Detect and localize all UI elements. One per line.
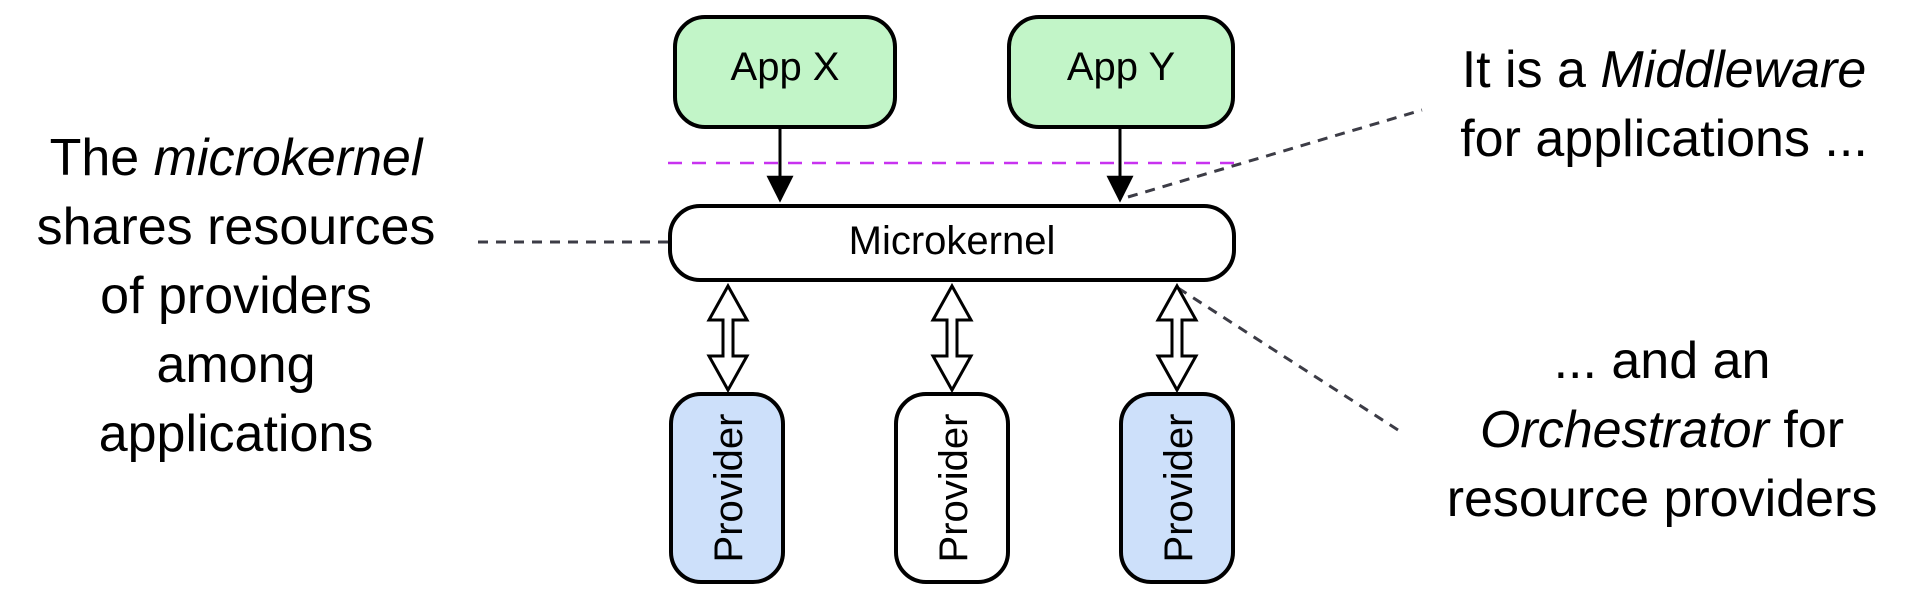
right-top-annotation-line-2: for applications ...: [1460, 110, 1868, 168]
double-arrow-provider-1: [706, 282, 750, 394]
double-arrow-shape: [1155, 282, 1199, 394]
provider-label-1: Provider: [707, 414, 751, 563]
provider-label-2: Provider: [932, 414, 976, 563]
left-annotation: The microkernel shares resources of prov…: [37, 129, 436, 463]
callout-line-top-right: [1127, 108, 1423, 199]
left-annotation-line-4: among: [157, 336, 316, 394]
provider-box-1: [669, 392, 785, 584]
left-annotation-line-5: applications: [99, 405, 374, 463]
app-y-label: App Y: [1067, 45, 1175, 89]
app-x-label: App X: [731, 45, 840, 89]
double-arrow-shape: [706, 282, 750, 394]
microkernel-box: [668, 204, 1236, 282]
provider-node-1: Provider: [669, 392, 785, 584]
app-y-node: App Y: [1007, 15, 1235, 129]
provider-box-3: [1119, 392, 1235, 584]
double-arrow-shape: [930, 282, 974, 394]
right-top-annotation-line-1: It is a Middleware: [1462, 41, 1867, 99]
microkernel-label: Microkernel: [849, 219, 1056, 263]
double-arrow-provider-2: [930, 282, 974, 394]
right-bottom-annotation-line-2: Orchestrator for: [1480, 401, 1844, 459]
double-arrow-provider-3: [1155, 282, 1199, 394]
left-annotation-line-2: shares resources: [37, 198, 436, 256]
app-x-box: [673, 15, 897, 129]
right-bottom-annotation-line-3: resource providers: [1447, 470, 1878, 528]
app-y-box: [1007, 15, 1235, 129]
provider-label-3: Provider: [1157, 414, 1201, 563]
provider-node-3: Provider: [1119, 392, 1235, 584]
left-annotation-line-3: of providers: [100, 267, 372, 325]
right-bottom-annotation-line-1: ... and an: [1554, 332, 1771, 390]
callout-line-bottom-right: [1177, 286, 1399, 432]
right-top-annotation: It is a Middleware for applications ...: [1460, 41, 1868, 168]
microkernel-node: Microkernel: [668, 204, 1236, 282]
provider-node-2: Provider: [894, 392, 1010, 584]
right-bottom-annotation: ... and an Orchestrator for resource pro…: [1447, 332, 1878, 528]
provider-box-2: [894, 392, 1010, 584]
left-annotation-line-1: The microkernel: [50, 129, 424, 187]
app-x-node: App X: [673, 15, 897, 129]
